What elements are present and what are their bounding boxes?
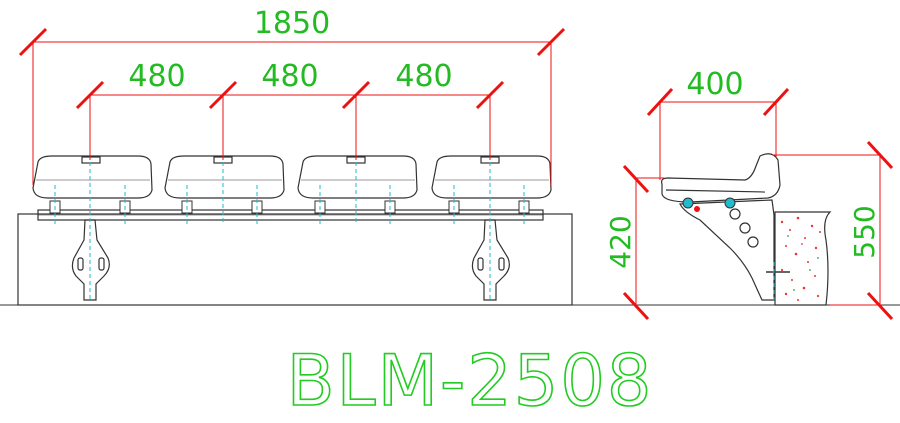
pedestal-bracket	[679, 199, 775, 301]
dimension-depth: 400	[646, 67, 790, 180]
leg-right	[471, 219, 510, 301]
front-view: 1850 480 480 480	[0, 6, 900, 306]
model-label: BLM-2508	[287, 340, 654, 422]
dimension-total-height: 550	[772, 140, 894, 321]
dim-pitch-2: 480	[261, 59, 318, 94]
dimension-seat-height: 420	[604, 164, 664, 321]
seat-3	[297, 155, 418, 199]
dimension-pitch: 480 480 480	[75, 59, 505, 160]
seat-1	[32, 155, 153, 199]
dim-seat-height: 420	[604, 215, 637, 268]
dim-pitch-3: 480	[395, 59, 452, 94]
seat-4	[431, 155, 552, 199]
leg-left	[71, 219, 110, 301]
concrete-step	[17, 213, 573, 306]
center-lines	[54, 155, 525, 300]
seat-shell-side	[661, 153, 781, 203]
dimension-overall: 1850	[18, 6, 566, 185]
seat-brackets	[49, 200, 530, 214]
dim-pitch-1: 480	[128, 59, 185, 94]
dim-overall-width: 1850	[254, 6, 330, 41]
side-view: 400 420 550	[604, 67, 900, 321]
seat-2	[164, 155, 285, 199]
concrete-block-side	[766, 211, 832, 306]
dim-seat-depth: 400	[686, 67, 743, 102]
dim-total-height: 550	[848, 205, 881, 258]
